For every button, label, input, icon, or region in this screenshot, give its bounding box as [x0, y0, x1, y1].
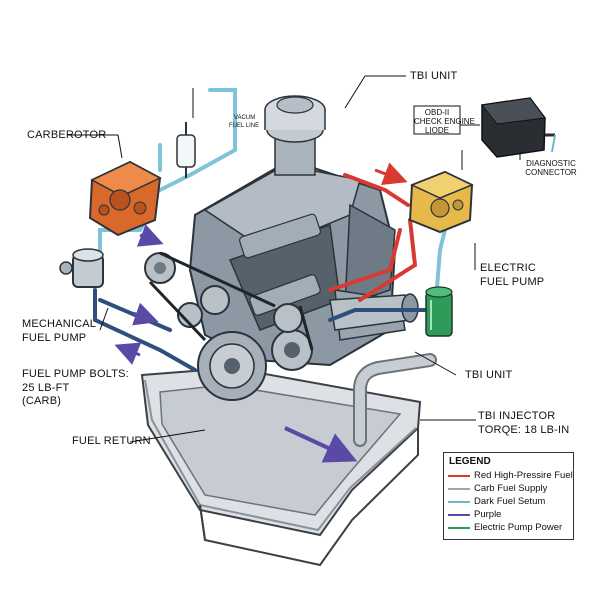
- label-electric-pump-1: ELECTRIC: [480, 262, 536, 274]
- label-diagnostic-1: DIAGNOSTIC: [526, 159, 576, 168]
- inline-fuel-filter: [176, 122, 196, 178]
- label-obd-3: LIODE: [424, 126, 449, 135]
- legend-item-carb-supply: Carb Fuel Supply: [448, 482, 572, 495]
- legend-swatch: [448, 475, 470, 477]
- legend-label: Electric Pump Power: [474, 522, 563, 533]
- legend-label: Dark Fuel Setum: [474, 496, 546, 507]
- label-mechanical-pump-1: MECHANICAL: [22, 318, 97, 330]
- legend-swatch: [448, 488, 470, 490]
- label-pump-bolts-3: (CARB): [22, 395, 62, 407]
- legend-swatch: [448, 514, 470, 516]
- label-obd-1: OBD-II: [424, 108, 450, 117]
- pulley-belt-system: [144, 251, 314, 401]
- high-pressure-arrow: [374, 162, 408, 186]
- leader-lines: [67, 75, 521, 443]
- label-diagnostic-2: CONNECTOR: [525, 168, 577, 177]
- electric-fuel-pump: [425, 286, 453, 337]
- flow-arrow-3: [114, 342, 142, 365]
- flow-arrow-2: [132, 302, 159, 326]
- legend-item-high-pressure: Red High-Pressire Fuel: [448, 469, 573, 482]
- carburetor: [88, 160, 162, 237]
- label-electric-pump-2: FUEL PUMP: [480, 276, 545, 288]
- tank-pipe: [353, 353, 437, 447]
- legend-label: Purple: [474, 509, 502, 520]
- mechanical-fuel-pump: [59, 248, 104, 288]
- tank-flow-arrow: [284, 426, 358, 463]
- label-obd-2: CHECK ENGINE: [414, 117, 475, 126]
- label-tbi-injector-1: TBI INJECTOR: [478, 410, 556, 422]
- label-fuel-return: FUEL RETURN: [72, 435, 151, 447]
- label-tbi-unit-right: TBI UNIT: [465, 369, 513, 381]
- legend-title: LEGEND: [449, 456, 491, 467]
- diagnostic-label-box: [522, 157, 578, 179]
- label-pump-bolts-2: 25 LB-FT: [22, 382, 70, 394]
- label-carberotor: CARBEROTOR: [27, 129, 107, 141]
- label-pump-bolts-1: FUEL PUMP BOLTS:: [22, 368, 129, 380]
- legend-label: Red High-Pressire Fuel: [474, 470, 573, 481]
- label-tbi-unit-top: TBI UNIT: [410, 70, 458, 82]
- high-pressure-lines: [328, 173, 418, 302]
- legend-item-dark-fuel-return: Dark Fuel Setum: [448, 495, 572, 508]
- obd-label-box: [413, 105, 461, 135]
- fuel-tank: [140, 366, 422, 567]
- label-vacuum-line-2: FUEL LINE: [229, 123, 260, 129]
- flow-arrow-1: [136, 224, 164, 247]
- obd-module: [481, 97, 556, 158]
- label-vacuum-line-1: VACUM: [234, 115, 256, 121]
- legend-box: LEGEND Red High-Pressire Fuel Carb Fuel …: [443, 452, 574, 540]
- label-tbi-injector-2: TORQE: 18 LB-IN: [478, 424, 570, 436]
- legend-item-electric-power: Electric Pump Power: [448, 521, 572, 534]
- legend-swatch: [448, 501, 470, 503]
- tbi-unit: [408, 170, 474, 234]
- legend-item-purple: Purple: [448, 508, 572, 521]
- label-mechanical-pump-2: FUEL PUMP: [22, 332, 87, 344]
- legend-label: Carb Fuel Supply: [474, 483, 548, 494]
- air-cleaner: [264, 95, 326, 176]
- legend-swatch: [448, 527, 470, 529]
